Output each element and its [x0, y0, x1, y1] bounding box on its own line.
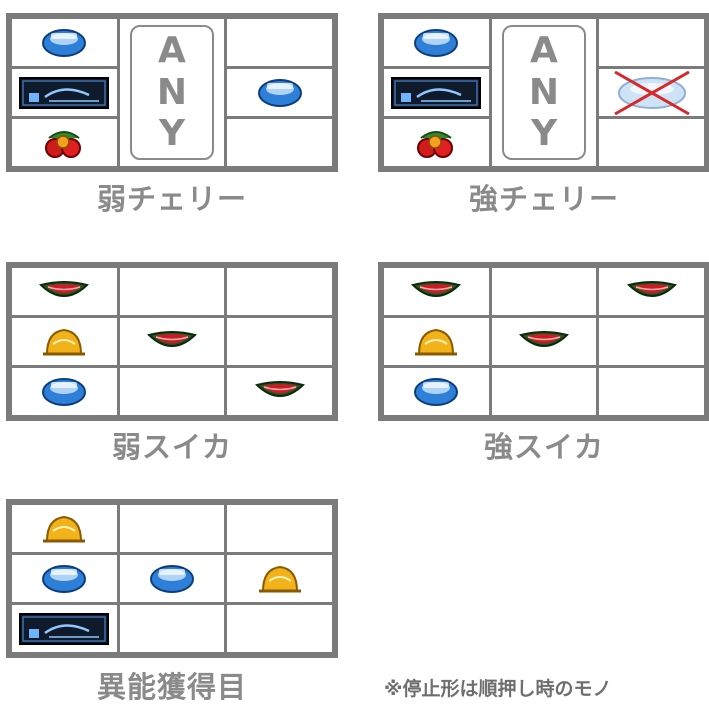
footnote: ※停止形は順押し時のモノ [384, 678, 612, 700]
reel-grid-weak-watermelon [6, 262, 338, 421]
reel-cell [119, 318, 225, 365]
watermelon-icon [146, 330, 197, 347]
reel-cell [12, 368, 117, 415]
banner-icon [19, 76, 110, 109]
gem-icon [414, 377, 459, 406]
any-letter: Y [530, 113, 558, 155]
reel-cell [227, 69, 332, 116]
panel-label: 弱チェリー [96, 182, 247, 216]
reel-cell [12, 119, 117, 166]
reel-cell [227, 19, 332, 66]
gem-icon [149, 564, 194, 593]
any-letter: A [530, 29, 558, 71]
watermelon-icon [411, 280, 462, 297]
watermelon-icon [626, 280, 677, 297]
bell-icon [43, 515, 86, 542]
any-letter: Y [158, 113, 186, 155]
banner-icon [19, 612, 110, 645]
any-block: A N Y [501, 25, 587, 160]
watermelon-icon [254, 380, 305, 397]
reel-cell [119, 605, 225, 652]
reel-cell [119, 368, 225, 415]
reel-cell [491, 368, 597, 415]
reel-cell [491, 268, 597, 315]
gem-icon [257, 78, 302, 107]
reel-cell [12, 69, 117, 116]
gem-icon [42, 377, 87, 406]
banner-icon [391, 76, 482, 109]
gem-icon [42, 28, 87, 57]
reel-cell [119, 555, 225, 602]
reel-cell [227, 318, 332, 365]
reel-cell [119, 268, 225, 315]
gem-icon [414, 28, 459, 57]
reel-cell [227, 368, 332, 415]
crossed-symbol [613, 70, 690, 115]
cross-mark-icon [613, 70, 690, 115]
reel-cell [599, 19, 704, 66]
reel-cell [12, 19, 117, 66]
watermelon-icon [518, 330, 569, 347]
reel-cell [599, 69, 704, 116]
reel-cell [227, 605, 332, 652]
reel-cell: A N Y [119, 19, 225, 166]
reel-cell [12, 605, 117, 652]
reel-cell [119, 505, 225, 552]
reel-cell [227, 505, 332, 552]
reel-grid-special-ability [6, 499, 338, 658]
reel-cell [599, 368, 704, 415]
reel-cell [384, 119, 489, 166]
reel-cell [384, 19, 489, 66]
reel-cell [12, 268, 117, 315]
panel-label: 強チェリー [468, 182, 619, 216]
reel-grid-weak-cherry: A N Y [6, 13, 338, 172]
reel-cell [384, 69, 489, 116]
reel-cell [12, 505, 117, 552]
reel-grid-strong-cherry: A N Y [378, 13, 709, 172]
cherry-icon [417, 130, 454, 158]
any-letter: N [528, 71, 560, 113]
reel-cell [491, 318, 597, 365]
reel-cell [12, 555, 117, 602]
reel-cell [384, 368, 489, 415]
cherry-icon [45, 130, 82, 158]
reel-cell: A N Y [491, 19, 597, 166]
reel-cell [599, 318, 704, 365]
bell-icon [258, 565, 301, 592]
any-letter: N [156, 71, 188, 113]
panel-label: 異能獲得目 [96, 670, 247, 704]
reel-grid-strong-watermelon [378, 262, 709, 421]
reel-cell [599, 268, 704, 315]
gem-icon [42, 564, 87, 593]
panel-label: 弱スイカ [111, 430, 232, 464]
reel-cell [12, 318, 117, 365]
any-letter: A [158, 29, 186, 71]
bell-icon [43, 328, 86, 355]
reel-cell [227, 119, 332, 166]
reel-cell [227, 268, 332, 315]
reel-cell [227, 555, 332, 602]
reel-cell [599, 119, 704, 166]
bell-icon [415, 328, 458, 355]
reel-cell [384, 318, 489, 365]
reel-cell [384, 268, 489, 315]
watermelon-icon [39, 280, 90, 297]
panel-label: 強スイカ [483, 430, 604, 464]
any-block: A N Y [129, 25, 215, 160]
